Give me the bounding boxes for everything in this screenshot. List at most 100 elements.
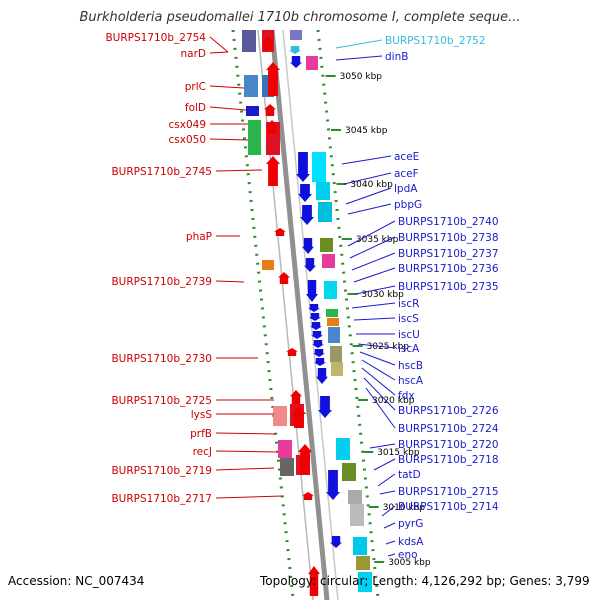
- gene-block-plus[interactable]: [353, 537, 367, 555]
- right-gene-label[interactable]: iscU: [398, 329, 420, 341]
- gene-arrow-plus[interactable]: [318, 396, 332, 418]
- left-gene-label[interactable]: prfB: [190, 428, 212, 440]
- right-gene-label[interactable]: eno: [398, 549, 418, 561]
- right-gene-label[interactable]: pyrG: [398, 518, 423, 530]
- gene-arrow-plus[interactable]: [309, 313, 321, 321]
- gene-arrow-plus[interactable]: [313, 349, 325, 357]
- gene-arrow-plus[interactable]: [290, 56, 302, 68]
- gene-arrow-plus[interactable]: [300, 205, 314, 225]
- right-gene-label[interactable]: iscS: [398, 313, 419, 325]
- gene-arrow-minus[interactable]: [262, 36, 274, 50]
- gene-arrow-minus[interactable]: [266, 120, 278, 134]
- gene-block-minus[interactable]: [262, 260, 274, 270]
- left-gene-label[interactable]: csx050: [169, 134, 207, 146]
- right-gene-label[interactable]: pbpG: [394, 199, 422, 211]
- right-gene-label[interactable]: hscB: [398, 360, 423, 372]
- right-gene-label[interactable]: BURPS1710b_2718: [398, 454, 499, 466]
- gene-arrow-minus[interactable]: [264, 104, 276, 116]
- gene-block-plus[interactable]: [290, 30, 302, 40]
- gene-block-plus[interactable]: [306, 56, 318, 70]
- gene-block-plus[interactable]: [358, 572, 372, 592]
- right-gene-label[interactable]: BURPS1710b_2726: [398, 405, 499, 417]
- gene-arrow-plus[interactable]: [304, 258, 316, 272]
- gene-block-plus[interactable]: [320, 238, 333, 252]
- left-gene-label[interactable]: BURPS1710b_2725: [111, 395, 212, 407]
- gene-block-plus[interactable]: [356, 556, 370, 570]
- right-gene-label[interactable]: aceF: [394, 168, 419, 180]
- gene-arrow-plus[interactable]: [310, 322, 322, 330]
- gene-arrow-minus[interactable]: [266, 62, 280, 96]
- left-gene-label[interactable]: BURPS1710b_2730: [111, 353, 212, 365]
- left-gene-label[interactable]: BURPS1710b_2754: [105, 32, 206, 44]
- gene-block-minus[interactable]: [246, 106, 259, 116]
- gene-arrow-plus[interactable]: [316, 368, 328, 384]
- gene-block-plus[interactable]: [336, 438, 350, 460]
- left-gene-label[interactable]: csx049: [169, 119, 207, 131]
- left-gene-label[interactable]: folD: [185, 102, 206, 114]
- right-gene-label[interactable]: aceE: [394, 151, 419, 163]
- gene-arrow-plus[interactable]: [326, 470, 340, 500]
- gene-arrow-plus[interactable]: [298, 184, 312, 202]
- gene-arrow-plus[interactable]: [302, 238, 314, 254]
- gene-block-minus[interactable]: [244, 75, 258, 97]
- gene-block-plus[interactable]: [324, 281, 337, 299]
- gene-arrow-plus[interactable]: [312, 340, 324, 348]
- left-gene-label[interactable]: recJ: [193, 446, 212, 458]
- gene-block-plus[interactable]: [350, 504, 364, 526]
- gene-block-plus[interactable]: [318, 202, 332, 222]
- gene-block-plus[interactable]: [326, 309, 338, 317]
- right-gene-label[interactable]: kdsA: [398, 536, 424, 548]
- gene-arrow-minus[interactable]: [274, 228, 286, 236]
- gene-arrow-minus[interactable]: [286, 348, 298, 356]
- left-gene-label[interactable]: phaP: [186, 231, 212, 243]
- gene-block-plus[interactable]: [342, 463, 356, 481]
- gene-arrow-minus[interactable]: [308, 566, 320, 596]
- right-gene-label[interactable]: iscA: [398, 343, 420, 355]
- right-gene-label[interactable]: BURPS1710b_2752: [385, 35, 486, 47]
- right-gene-label[interactable]: BURPS1710b_2737: [398, 248, 499, 260]
- gene-block-plus[interactable]: [312, 152, 326, 182]
- gene-block-plus[interactable]: [348, 490, 362, 504]
- gene-arrow-plus[interactable]: [289, 46, 301, 54]
- left-gene-label[interactable]: BURPS1710b_2719: [111, 465, 212, 477]
- gene-arrow-plus[interactable]: [306, 280, 318, 302]
- gene-arrow-minus[interactable]: [290, 390, 302, 404]
- gene-block-plus[interactable]: [322, 254, 335, 268]
- gene-block-minus[interactable]: [248, 120, 261, 155]
- gene-arrow-minus[interactable]: [266, 156, 280, 186]
- right-gene-label[interactable]: dinB: [385, 51, 408, 63]
- gene-block-plus[interactable]: [330, 346, 342, 362]
- left-gene-label[interactable]: BURPS1710b_2745: [111, 166, 212, 178]
- gene-block-plus[interactable]: [316, 182, 330, 200]
- right-gene-label[interactable]: BURPS1710b_2724: [398, 423, 499, 435]
- right-gene-label[interactable]: tatD: [398, 469, 421, 481]
- right-gene-label[interactable]: BURPS1710b_2740: [398, 216, 499, 228]
- gene-arrow-minus[interactable]: [278, 272, 290, 284]
- gene-arrow-minus[interactable]: [292, 406, 306, 428]
- right-gene-label[interactable]: BURPS1710b_2720: [398, 439, 499, 451]
- right-gene-label[interactable]: BURPS1710b_2715: [398, 486, 499, 498]
- left-gene-label[interactable]: lysS: [191, 409, 213, 421]
- right-gene-label[interactable]: BURPS1710b_2738: [398, 232, 499, 244]
- right-gene-label[interactable]: hscA: [398, 375, 424, 387]
- gene-block-minus[interactable]: [242, 30, 256, 52]
- left-gene-label[interactable]: narD: [181, 48, 207, 60]
- gene-block-plus[interactable]: [328, 327, 340, 343]
- right-gene-label[interactable]: BURPS1710b_2735: [398, 281, 499, 293]
- gene-block-minus[interactable]: [278, 440, 292, 458]
- right-gene-label[interactable]: lpdA: [394, 183, 418, 195]
- right-gene-label[interactable]: BURPS1710b_2714: [398, 501, 499, 513]
- gene-arrow-minus[interactable]: [302, 492, 314, 500]
- left-gene-label[interactable]: BURPS1710b_2717: [111, 493, 212, 505]
- gene-block-minus[interactable]: [280, 458, 294, 476]
- left-gene-label[interactable]: prlC: [185, 81, 206, 93]
- right-gene-label[interactable]: iscR: [398, 298, 419, 310]
- gene-arrow-plus[interactable]: [311, 331, 323, 339]
- gene-arrow-minus[interactable]: [298, 444, 312, 474]
- gene-arrow-plus[interactable]: [330, 536, 342, 548]
- gene-arrow-plus[interactable]: [308, 304, 320, 312]
- left-gene-label[interactable]: BURPS1710b_2739: [111, 276, 212, 288]
- gene-arrow-plus[interactable]: [314, 358, 326, 366]
- gene-block-minus[interactable]: [273, 406, 287, 426]
